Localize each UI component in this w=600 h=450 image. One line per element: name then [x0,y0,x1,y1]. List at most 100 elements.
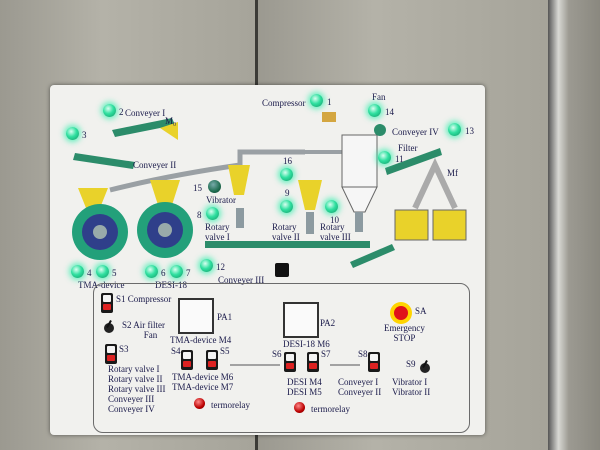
indicator-led-15 [208,180,221,193]
cabinet-frame-edge [548,0,600,450]
indicator-led-2 [103,104,116,117]
indicator-led-4 [71,265,84,278]
label-conveyer-1: Conveyer I [125,108,166,118]
led-number: 9 [285,188,290,198]
switch-s6[interactable] [284,352,296,372]
label-s7: S7 [321,349,331,359]
socket [275,263,289,277]
label-emergency-stop: Emergency STOP [384,323,425,343]
label-fan: Fan [372,92,386,102]
label-line: Rotary [205,222,230,232]
led-number: 13 [465,126,474,136]
label-s4: S4 [171,346,181,356]
label-mf: Mf [447,168,458,178]
s8-device-list: Conveyer I Conveyer II [338,377,381,397]
conveyer-2-drawing [73,153,135,169]
bag-2 [432,209,467,241]
hopper-m0 [160,122,178,140]
label-s6: S6 [272,349,282,359]
label-desi-m5: DESI M5 [287,387,322,397]
filter-drawing [341,134,378,188]
label-desi-m4: DESI M4 [287,377,322,387]
cyclone-1 [228,165,250,195]
label-line: valve III [320,232,351,242]
switch-s1[interactable] [101,293,113,313]
compressor-valve [322,112,336,122]
termorelay-lamp-1 [194,398,205,409]
label-line: Fan [143,330,158,340]
label-s5: S5 [220,346,230,356]
label-tma-m7: TMA-device M7 [172,382,234,392]
switch-s7[interactable] [307,352,319,372]
label-filter: Filter [398,143,418,153]
switch-s4[interactable] [181,350,193,370]
led-number: 4 [87,268,92,278]
led-number: 12 [216,262,225,272]
list-item: Vibrator II [392,387,431,397]
led-number: 1 [327,97,332,107]
indicator-led-13 [448,123,461,136]
label-rotary-valve-1: Rotary valve I [205,222,230,242]
label-s2: S2 Air filter Fan [122,320,165,340]
cyclone-2 [298,180,322,210]
termorelay-lamp-2 [294,402,305,413]
desi-hopper [150,180,180,205]
label-rotary-valve-3: Rotary valve III [320,222,351,242]
s9-device-list: Vibrator I Vibrator II [392,377,430,397]
list-item: Conveyer II [338,387,382,397]
indicator-led-5 [96,265,109,278]
label-conveyer-4: Conveyer IV [392,127,439,137]
label-pa2: PA2 [320,318,336,328]
led-number: 10 [330,215,339,225]
control-panel [93,283,470,433]
ammeter-pa2 [283,302,319,338]
emergency-stop-button[interactable] [390,302,412,324]
indicator-led-8 [206,207,219,220]
list-item: Conveyer I [338,377,379,387]
indicator-led-1 [310,94,323,107]
indicator-led-12 [200,259,213,272]
label-rotary-valve-2: Rotary valve II [272,222,300,242]
indicator-led-6 [145,265,158,278]
label-tma-m6: TMA-device M6 [172,372,234,382]
led-number: 8 [197,210,202,220]
led-number: 15 [193,183,202,193]
knob-s9[interactable] [420,363,430,373]
indicator-led-11 [378,151,391,164]
label-termorelay-2: termorelay [311,404,350,414]
fan-drawing [374,124,386,136]
label-line: STOP [393,333,416,343]
label-s1: S1 Compressor [116,294,172,304]
bag-1 [394,209,429,241]
led-number: 16 [283,156,292,166]
led-number: 11 [395,154,404,164]
switch-s5[interactable] [206,350,218,370]
label-pa1: PA1 [217,312,233,322]
indicator-led-7 [170,265,183,278]
label-desi-m6: DESI-18 M6 [283,339,330,349]
label-vibrator: Vibrator [206,195,236,205]
switch-s8[interactable] [368,352,380,372]
label-conveyer-2: Conveyer II [133,160,177,170]
indicator-led-16 [280,168,293,181]
led-number: 3 [82,130,87,140]
conveyer-4-drawing [385,148,442,175]
mnemonic-panel [50,85,485,435]
indicator-led-14 [368,104,381,117]
knob-s2[interactable] [104,323,114,333]
list-item: Rotary valve III [108,384,166,394]
label-desi-18: DESI-18 [155,280,187,290]
label-termorelay-1: termorelay [211,400,250,410]
list-item: Conveyer III [108,394,155,404]
indicator-led-10 [325,200,338,213]
label-line: Rotary [320,222,345,232]
s3-device-list: Rotary valve I Rotary valve II Rotary va… [108,364,165,414]
label-s8: S8 [358,349,368,359]
switch-s3[interactable] [105,344,117,364]
label-line: valve II [272,232,300,242]
indicator-led-3 [66,127,79,140]
list-item: Vibrator I [392,377,428,387]
label-compressor: Compressor [262,98,306,108]
label-s9: S9 [406,359,416,369]
label-line: Emergency [384,323,425,333]
